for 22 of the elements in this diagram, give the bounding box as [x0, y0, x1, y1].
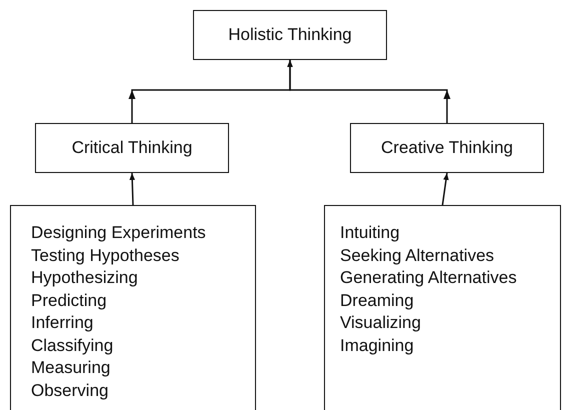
concept-box [35, 123, 229, 173]
list-item: Generating Alternatives [340, 267, 518, 289]
list-box [10, 205, 256, 410]
concept-box [350, 123, 544, 173]
concept-box [193, 10, 387, 60]
list-item: Measuring [31, 357, 112, 379]
list-item: Predicting [31, 290, 108, 312]
list-item: Imagining [340, 334, 415, 356]
concept-label: Creative Thinking [381, 138, 513, 158]
list-item: Classifying [31, 334, 114, 356]
list-item: Hypothesizing [31, 267, 139, 289]
list-item: Dreaming [340, 290, 415, 312]
list-item: Observing [31, 380, 110, 402]
concept-label: Critical Thinking [72, 138, 192, 158]
list-item: Intuiting [340, 222, 401, 244]
list-item: Seeking Alternatives [340, 244, 496, 266]
list-item: Designing Experiments [31, 222, 207, 244]
list-item: Testing Hypotheses [31, 244, 180, 266]
list-item: Inferring [31, 312, 94, 334]
list-box [324, 205, 561, 410]
list-item: Visualizing [340, 312, 422, 334]
concept-label: Holistic Thinking [228, 25, 352, 45]
